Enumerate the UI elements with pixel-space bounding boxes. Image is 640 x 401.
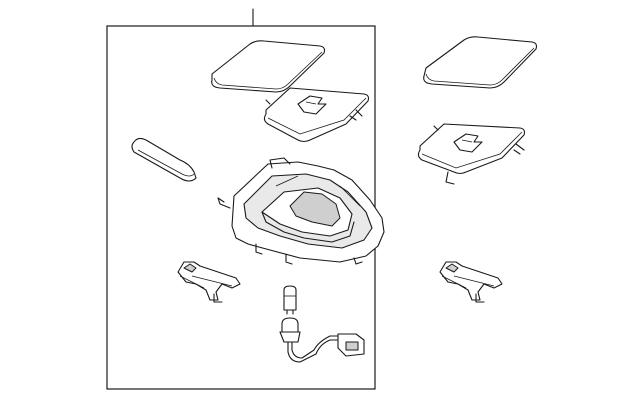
bulb: [283, 285, 297, 315]
lens-cover-large: [211, 40, 326, 93]
bulb-socket-harness: [279, 317, 365, 363]
trim-strip: [131, 137, 197, 182]
bezel-with-switch-separate: [417, 123, 526, 185]
lens-cover-large-separate: [423, 36, 538, 89]
console-housing: [217, 157, 385, 265]
retaining-clip-separate: [439, 261, 503, 303]
retaining-clip: [177, 261, 241, 303]
bezel-with-switch: [263, 87, 370, 143]
